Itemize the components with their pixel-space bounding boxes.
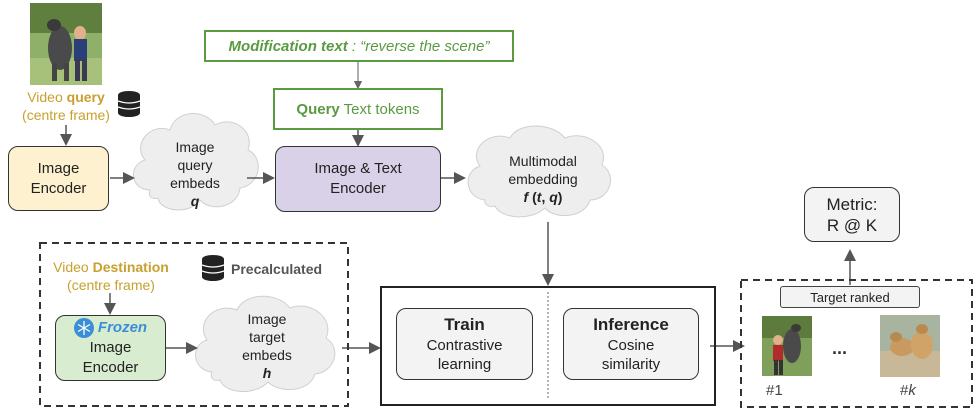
- rank-first-label: #1: [766, 382, 783, 399]
- train-line2: learning: [437, 356, 492, 373]
- rank-dots: ...: [832, 338, 848, 358]
- target-embeds-label: Image target embeds h: [222, 310, 312, 382]
- rank-k-label: #k: [900, 382, 916, 399]
- ranked-image-1: [762, 316, 812, 376]
- target-ranked-label: Target ranked: [780, 286, 920, 308]
- multimodal-close: ): [557, 189, 563, 205]
- video-query-bold: query: [66, 89, 105, 105]
- video-destination-sub: (centre frame): [67, 277, 155, 293]
- image-encoder-top-line1: Image: [37, 159, 80, 177]
- frozen-label: Frozen: [97, 319, 148, 336]
- inference-line2: similarity: [601, 356, 661, 373]
- query-embeds-line3: embeds: [170, 175, 220, 191]
- video-query-sub: (centre frame): [22, 107, 110, 123]
- inference-title: Inference: [593, 315, 669, 334]
- multimodal-q: q: [549, 189, 558, 205]
- database-icon: [117, 91, 141, 117]
- multimodal-cloud: [467, 125, 611, 218]
- video-destination-label: Video Destination (centre frame): [46, 258, 176, 294]
- video-query-label: Video query (centre frame): [10, 88, 122, 124]
- modification-text-box: Modification text : “reverse the scene”: [204, 30, 514, 62]
- image-encoder-top-line2: Encoder: [30, 179, 87, 197]
- database-icon: [201, 255, 225, 281]
- video-query-prefix: Video: [27, 89, 67, 105]
- frozen-image-encoder: Frozen Image Encoder: [55, 315, 166, 381]
- modification-text-rest: : “reverse the scene”: [347, 37, 490, 55]
- modification-text-bold: Modification text: [228, 37, 348, 55]
- target-embeds-line3: embeds: [242, 347, 292, 363]
- video-destination-prefix: Video: [53, 259, 93, 275]
- query-embeds-line2: query: [177, 157, 213, 173]
- query-tokens-bold: Query: [296, 100, 340, 118]
- image-text-encoder: Image & Text Encoder: [275, 146, 441, 212]
- inference-box: Inference Cosine similarity: [563, 308, 699, 380]
- query-embeds-label: Image query embeds q: [150, 138, 240, 210]
- query-embeds-cloud: [133, 113, 259, 211]
- target-embeds-cloud: [195, 295, 336, 393]
- rank-k-letter: k: [908, 382, 916, 399]
- rank-k-hash: #: [900, 382, 909, 399]
- metric-box: Metric: R @ K: [804, 187, 900, 242]
- target-embeds-line2: target: [249, 329, 285, 345]
- multimodal-open: (: [528, 189, 537, 205]
- multimodal-line2: embedding: [508, 171, 578, 187]
- inference-line1: Cosine: [607, 337, 655, 354]
- query-frame-image: [30, 3, 102, 85]
- multimodal-f: f: [523, 189, 529, 205]
- train-title: Train: [444, 315, 485, 334]
- query-embeds-line1: Image: [175, 139, 215, 155]
- multimodal-comma: ,: [541, 189, 550, 205]
- image-encoder-top: Image Encoder: [8, 146, 109, 211]
- multimodal-t: t: [536, 189, 542, 205]
- target-embeds-symbol: h: [262, 365, 272, 381]
- precalculated-label: Precalculated: [231, 261, 323, 277]
- target-embeds-line1: Image: [247, 311, 287, 327]
- image-text-encoder-line1: Image & Text: [314, 160, 402, 177]
- train-line1: Contrastive: [426, 337, 503, 354]
- frozen-encoder-line1: Image: [89, 339, 132, 356]
- video-destination-bold: Destination: [92, 259, 169, 275]
- multimodal-line1: Multimodal: [509, 153, 577, 169]
- multimodal-embedding-label: Multimodal embedding f (t, q): [483, 152, 603, 206]
- ranked-image-k: [880, 315, 940, 377]
- train-box: Train Contrastive learning: [396, 308, 533, 380]
- frozen-encoder-line2: Encoder: [82, 359, 139, 376]
- metric-line2: R @ K: [826, 215, 878, 235]
- metric-line1: Metric:: [826, 194, 878, 214]
- image-text-encoder-line2: Encoder: [330, 180, 386, 197]
- snowflake-icon: [73, 318, 94, 338]
- query-text-tokens-box: Query Text tokens: [273, 88, 443, 130]
- query-tokens-rest: Text tokens: [339, 100, 420, 118]
- query-embeds-symbol: q: [190, 193, 200, 209]
